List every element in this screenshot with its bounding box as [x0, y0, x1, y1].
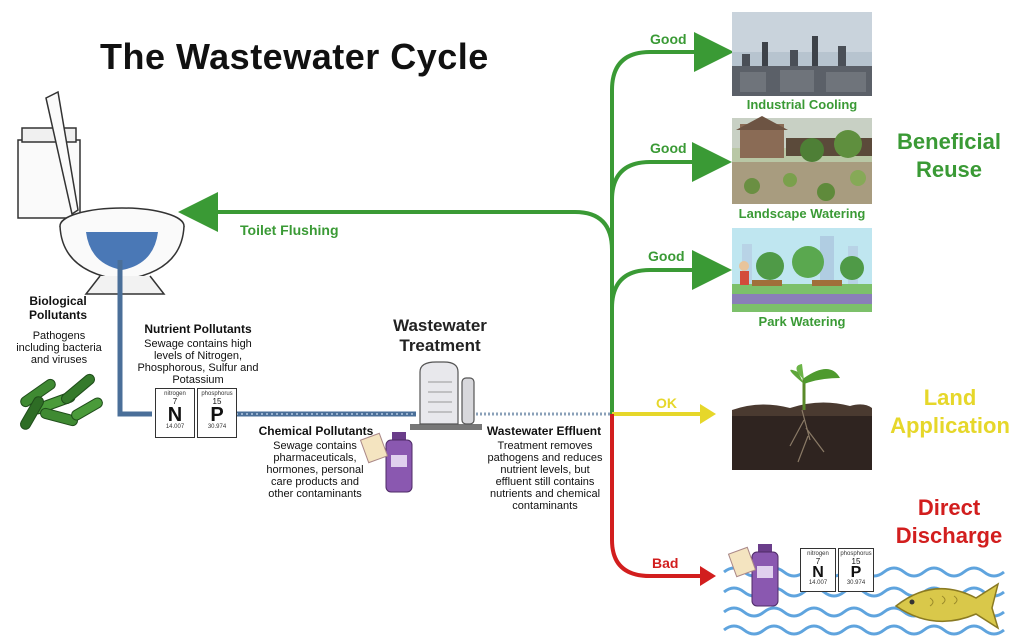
discharge-element-nitrogen: nitrogen 7 N 14.007 [800, 548, 836, 592]
treatment-plant-icon [410, 361, 482, 430]
sewage-pipe [117, 260, 612, 417]
treatment-label: Wastewater Treatment [393, 316, 487, 355]
element-symbol: P [850, 564, 862, 581]
industrial-cooling-image [732, 12, 872, 96]
effluent-desc: Treatment removes pathogens and reduces … [487, 440, 603, 512]
discharge-element-phosphorus: phosphorus 15 P 30.974 [838, 548, 874, 592]
page-title: The Wastewater Cycle [100, 36, 489, 77]
element-number: 15 [212, 397, 222, 406]
biological-heading: Biological Pollutants [28, 294, 87, 322]
park-watering-image [732, 228, 872, 312]
chemical-heading: Chemical Pollutants [258, 424, 374, 438]
land-application-image [732, 364, 872, 470]
category-direct-discharge: Direct Discharge [895, 495, 1003, 548]
chemical-desc: Sewage contains pharmaceuticals, hormone… [266, 440, 364, 500]
element-weight: 14.007 [808, 580, 828, 586]
category-land-application: Land Application [890, 385, 1010, 438]
element-name: nitrogen [164, 391, 186, 397]
bacteria-icon [20, 373, 103, 430]
element-nitrogen: nitrogen 7 N 14.007 [155, 388, 195, 438]
category-beneficial-reuse: Beneficial Reuse [897, 129, 1001, 182]
nutrient-heading: Nutrient Pollutants [144, 322, 252, 336]
element-weight: 30.974 [207, 424, 227, 430]
element-number: 7 [172, 397, 178, 406]
element-symbol: N [167, 404, 183, 426]
element-name: nitrogen [807, 551, 829, 557]
element-name: phosphorus [201, 391, 233, 397]
rating-industrial: Good [650, 31, 687, 47]
biological-desc: Pathogens including bacteria and viruses [16, 330, 102, 366]
toilet-icon [17, 90, 185, 295]
element-symbol: N [812, 564, 824, 581]
element-symbol: P [210, 404, 224, 426]
fish-icon [894, 582, 1000, 630]
effluent-heading: Wastewater Effluent [486, 424, 602, 438]
rating-discharge: Bad [652, 555, 679, 571]
element-phosphorus: phosphorus 15 P 30.974 [197, 388, 237, 438]
branch-lines [178, 32, 734, 586]
element-weight: 30.974 [846, 580, 866, 586]
pill-bottle-icon [359, 432, 413, 493]
element-weight: 14.007 [165, 424, 185, 430]
discharge-bottle-icon [727, 544, 779, 607]
toilet-flushing-label: Toilet Flushing [240, 222, 339, 238]
landscape-watering-image [732, 116, 872, 204]
caption-park: Park Watering [758, 314, 846, 329]
rating-land: OK [656, 395, 677, 411]
element-name: phosphorus [840, 551, 872, 557]
element-number: 15 [851, 557, 861, 566]
caption-landscape: Landscape Watering [738, 206, 866, 221]
nutrient-desc: Sewage contains high levels of Nitrogen,… [137, 338, 259, 386]
rating-landscape: Good [650, 140, 687, 156]
element-number: 7 [815, 557, 821, 566]
rating-park: Good [648, 248, 685, 264]
caption-industrial: Industrial Cooling [746, 97, 858, 112]
